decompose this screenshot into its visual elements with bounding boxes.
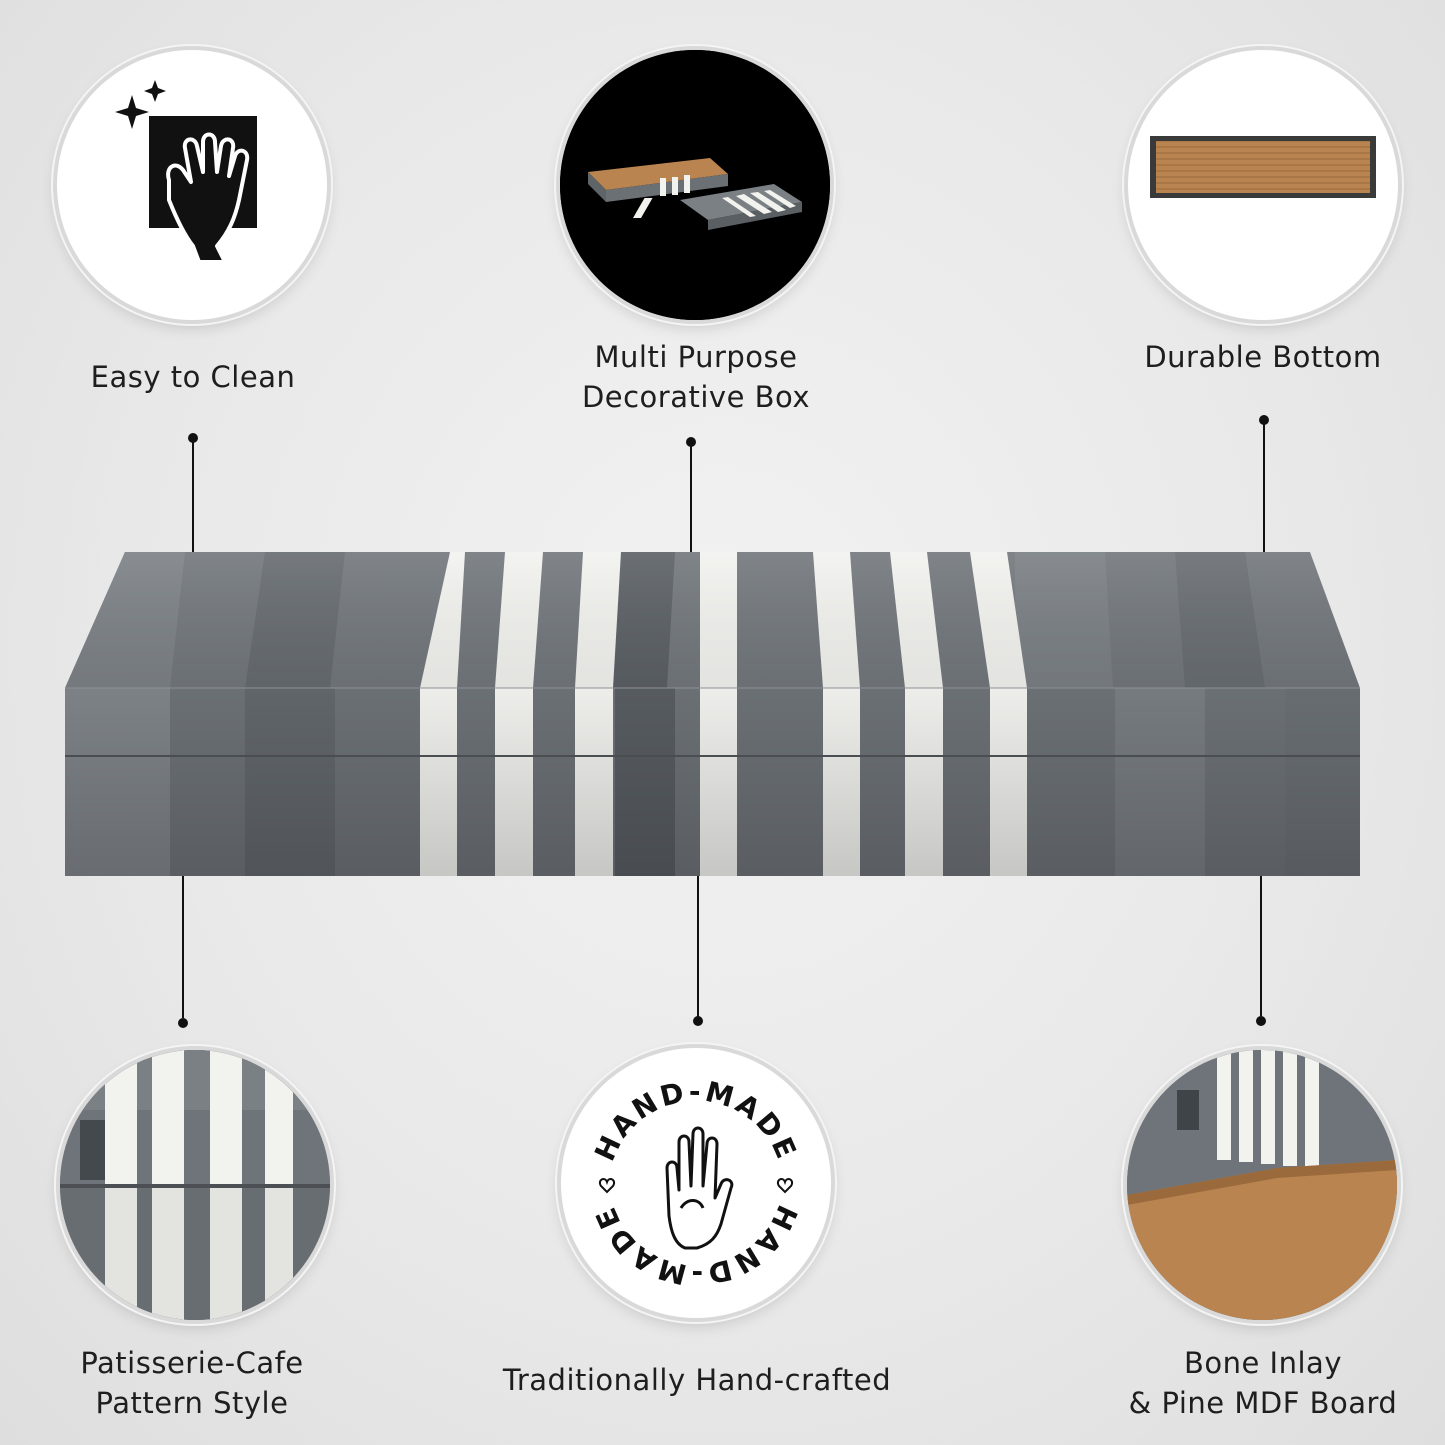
pattern-style-circle (60, 1050, 330, 1320)
heart-icon (598, 1178, 616, 1194)
hand-wiping-cloth-icon (115, 80, 257, 264)
connector-line (1260, 876, 1262, 1016)
easy-clean-circle (57, 50, 327, 320)
connector-dot (178, 1018, 188, 1028)
handcrafted-label: Traditionally Hand-crafted (502, 1363, 892, 1397)
multi-purpose-label: Multi Purpose Decorative Box (581, 340, 811, 414)
connector-line (1263, 420, 1265, 556)
durable-bottom-label: Durable Bottom (1144, 340, 1382, 374)
hand-made-badge: HAND-MADE HAND-MADE (588, 1075, 804, 1291)
connector-line (697, 876, 699, 1018)
raised-hand-icon (665, 1126, 734, 1250)
badge-bottom-text: HAND-MADE (588, 1200, 801, 1291)
connector-dot (693, 1016, 703, 1026)
bone-and-wood-photo (1127, 1050, 1397, 1320)
svg-text:HAND-MADE: HAND-MADE (588, 1200, 804, 1291)
wood-bottom-photo (1150, 136, 1376, 198)
connector-line (690, 442, 692, 556)
svg-text:HAND-MADE: HAND-MADE (588, 1075, 804, 1166)
materials-circle (1127, 1050, 1397, 1320)
badge-top-text: HAND-MADE (588, 1075, 801, 1166)
connector-dot (1256, 1016, 1266, 1026)
heart-icon (776, 1178, 794, 1194)
durable-bottom-circle (1128, 50, 1398, 320)
pattern-style-label: Patisserie-Cafe Pattern Style (80, 1346, 304, 1420)
connector-line (182, 876, 184, 1018)
stripe-closeup-photo (60, 1050, 330, 1320)
striped-box-product (65, 552, 1360, 876)
multi-purpose-circle (560, 50, 830, 320)
easy-clean-label: Easy to Clean (90, 360, 296, 394)
connector-line (192, 438, 194, 558)
hand-made-circle: HAND-MADE HAND-MADE (561, 1048, 831, 1318)
materials-label: Bone Inlay & Pine MDF Board (1128, 1346, 1398, 1420)
open-box-photo (560, 50, 830, 320)
